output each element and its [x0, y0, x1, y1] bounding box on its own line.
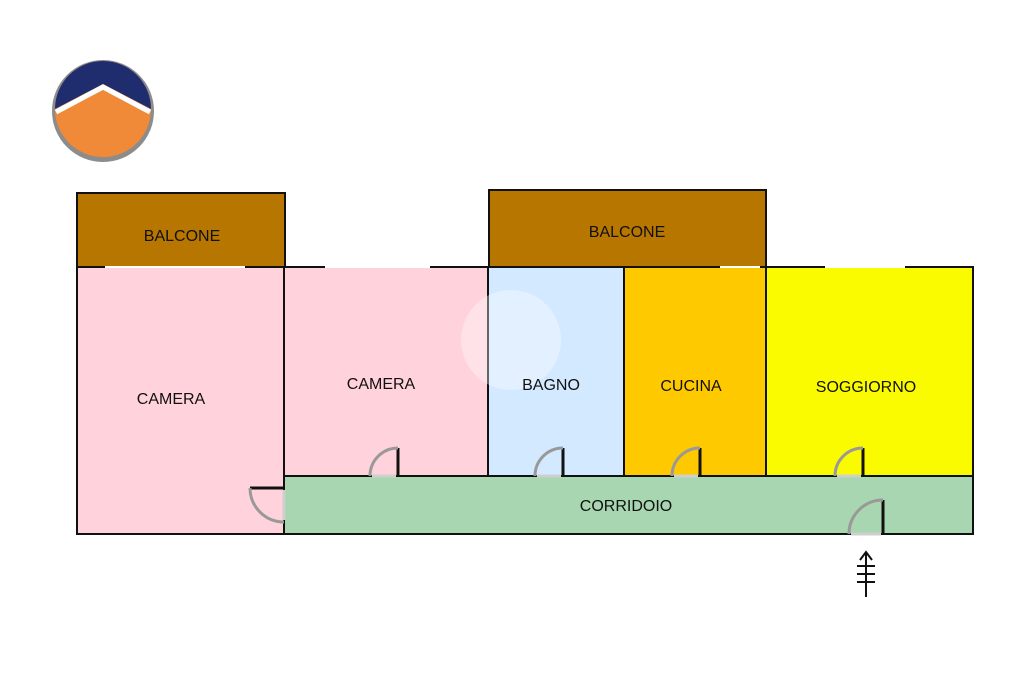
camera-mid-label: CAMERA: [347, 376, 416, 393]
balcone-right: [488, 189, 767, 268]
bagno: [487, 266, 625, 477]
door-swing-icon: [248, 446, 885, 536]
balcone-right-label: BALCONE: [589, 224, 665, 241]
watermark-logo: [461, 290, 561, 390]
balcone-left: [76, 192, 286, 268]
cucina: [623, 266, 767, 477]
soggiorno-label: SOGGIORNO: [816, 379, 916, 396]
bagno-label: BAGNO: [522, 377, 580, 394]
cucina-label: CUCINA: [660, 378, 722, 395]
camera-mid: [283, 266, 489, 477]
entrance-arrow-icon: [857, 550, 875, 597]
corridoio-label: CORRIDOIO: [580, 498, 672, 515]
corridoio: [283, 475, 974, 535]
house-roof-logo: [52, 60, 154, 162]
balcone-left-label: BALCONE: [144, 228, 220, 245]
soggiorno: [765, 266, 974, 477]
camera-left-label: CAMERA: [137, 391, 206, 408]
